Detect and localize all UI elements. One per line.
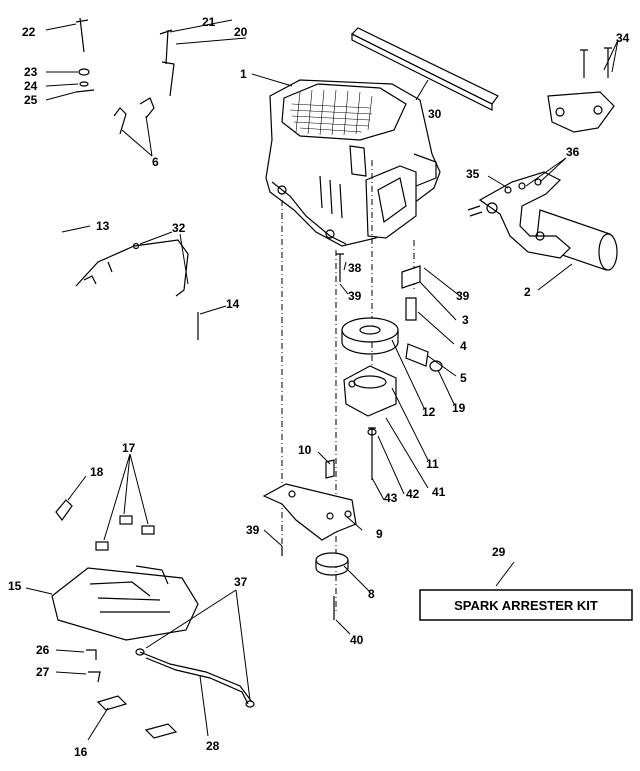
callout-34: 34 [616,31,630,45]
callout-21: 21 [202,15,216,29]
throttle-cable-part [75,239,199,340]
callout-36: 36 [566,145,580,159]
callout-23: 23 [24,65,38,79]
callout-27: 27 [36,665,50,679]
callout-22: 22 [22,25,36,39]
callout-1: 1 [240,67,247,81]
callout-32: 32 [172,221,186,235]
spark-arrester-kit-label: SPARK ARRESTER KIT [454,598,598,613]
leader-lines [25,19,619,741]
callout-8: 8 [368,587,375,601]
hose-part [86,648,255,739]
callout-10: 10 [298,443,312,457]
callout-38: 38 [348,261,362,275]
callout-5: 5 [460,371,467,385]
callout-14: 14 [226,297,240,311]
callout-18: 18 [90,465,104,479]
callout-25: 25 [24,93,38,107]
callout-28: 28 [206,739,220,753]
callout-13: 13 [96,219,110,233]
callout-4: 4 [460,339,467,353]
callout-2: 2 [524,285,531,299]
callout-35: 35 [466,167,480,181]
engine-plate-part [262,459,357,620]
callout-43: 43 [384,491,398,505]
callout-37: 37 [234,575,248,589]
callout-30: 30 [428,107,442,121]
callout-20: 20 [234,25,248,39]
engine-part [265,79,441,247]
callout-6: 6 [152,155,159,169]
callout-40: 40 [350,633,364,647]
callout-11: 11 [426,457,439,471]
callout-42: 42 [406,487,420,501]
callout-26: 26 [36,643,50,657]
callout-16: 16 [74,745,88,759]
callout-19: 19 [452,401,466,415]
callout-15: 15 [8,579,22,593]
callout-39-lower-left: 39 [246,523,260,537]
callout-labels: 1 2 3 4 5 6 8 9 10 11 12 13 14 15 16 17 … [8,15,630,759]
spark-arrester-kit-box: SPARK ARRESTER KIT [419,589,633,621]
air-filter-part [51,499,199,641]
callout-39-right: 39 [456,289,470,303]
muffler-part [467,171,618,271]
pulley-part [341,317,399,480]
callout-41: 41 [432,485,446,499]
callout-39-upper-center: 39 [348,289,362,303]
hardware-top-left [75,17,175,135]
spacer-parts [336,253,443,372]
muffler-bracket-part [504,47,615,194]
callout-9: 9 [376,527,383,541]
callout-24: 24 [24,79,38,93]
callout-3: 3 [462,313,469,327]
callout-12: 12 [422,405,436,419]
callout-29: 29 [492,545,506,559]
flat-bar-part [350,27,499,111]
callout-17: 17 [122,441,136,455]
